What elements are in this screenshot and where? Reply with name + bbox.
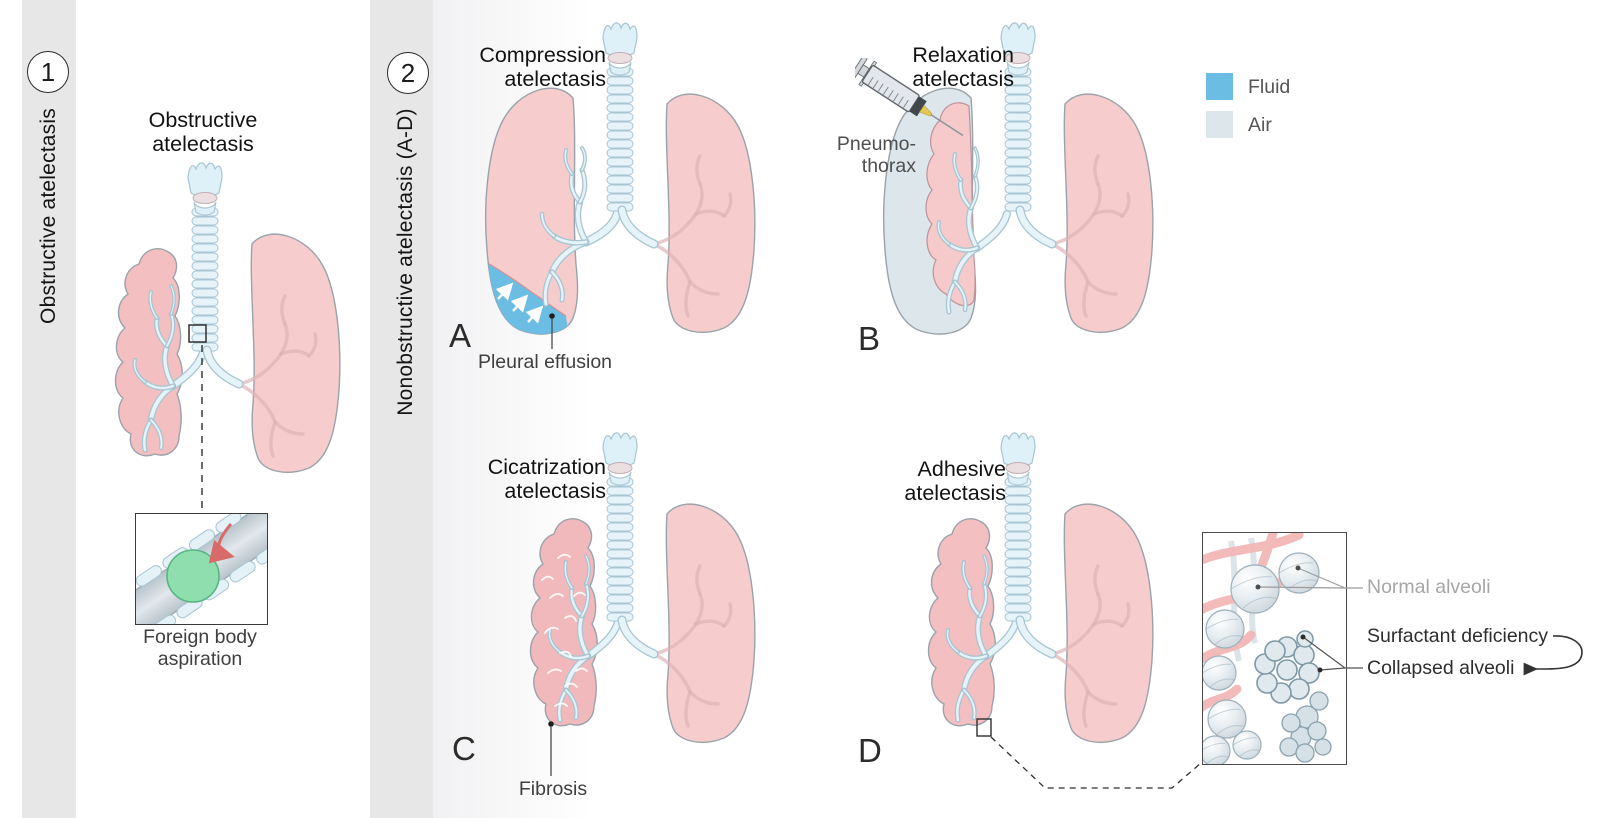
section2-sidebar <box>370 0 433 818</box>
obstructive-title-line2: atelectasis <box>152 131 254 156</box>
fluid-swatch <box>1206 73 1233 100</box>
panel-b-letter: B <box>858 320 881 357</box>
section1-sidebar <box>22 0 76 818</box>
section1-number-badge: 1 <box>27 51 69 93</box>
panel-d-title-line2: atelectasis <box>904 480 1006 505</box>
pneumothorax-label-line1: Pneumo- <box>836 133 916 155</box>
air-swatch <box>1206 111 1233 138</box>
panel-c-title: Cicatrization atelectasis <box>430 455 606 503</box>
panel-b-title-line1: Relaxation <box>912 43 1014 67</box>
adhesive-lungs-illustration <box>868 428 1168 758</box>
foreign-body-caption: Foreign body aspiration <box>119 626 281 670</box>
air-label: Air <box>1248 114 1272 136</box>
panel-d-title: Adhesive atelectasis <box>830 457 1006 505</box>
foreign-body-caption-line1: Foreign body <box>143 626 257 648</box>
panel-a-title-line2: atelectasis <box>504 66 606 91</box>
panel-c-letter: C <box>452 730 476 767</box>
normal-alveoli-label: Normal alveoli <box>1367 576 1491 598</box>
panel-b-title: Relaxation atelectasis <box>838 43 1014 91</box>
legend-item-fluid: Fluid <box>1206 73 1346 101</box>
syringe-icon <box>855 58 985 153</box>
alveoli-inset <box>1202 532 1347 765</box>
section2-vertical-label: Nonobstructive atelectasis (A-D) <box>394 108 417 416</box>
obstructive-panel-title: Obstructive atelectasis <box>118 108 288 156</box>
pleural-effusion-label: Pleural effusion <box>477 351 613 373</box>
pneumothorax-label-line2: thorax <box>861 154 916 177</box>
panel-d-letter: D <box>858 732 882 769</box>
section2-number-badge: 2 <box>387 52 429 94</box>
relaxation-lungs-illustration <box>868 18 1168 348</box>
panel-b-title-line2: atelectasis <box>912 66 1014 91</box>
surfactant-deficiency-label: Surfactant deficiency <box>1367 625 1549 647</box>
compression-lungs-illustration <box>470 18 770 348</box>
panel-a-title: Compression atelectasis <box>430 43 606 91</box>
legend-item-air: Air <box>1206 111 1346 139</box>
foreign-body-inset <box>135 513 268 625</box>
cicatrization-lungs-illustration <box>470 428 770 758</box>
panel-a-letter: A <box>449 317 472 354</box>
pneumothorax-label: Pneumo- thorax <box>806 133 916 177</box>
section2-number: 2 <box>400 57 416 88</box>
foreign-body-caption-line2: aspiration <box>157 647 243 670</box>
obstructive-title-line1: Obstructive <box>148 108 258 132</box>
fibrosis-label: Fibrosis <box>518 778 588 800</box>
fluid-label: Fluid <box>1248 76 1291 98</box>
panel-c-title-line2: atelectasis <box>504 478 606 503</box>
panel-d-title-line1: Adhesive <box>917 457 1006 481</box>
collapsed-alveoli-label: Collapsed alveoli <box>1367 657 1515 679</box>
panel-c-title-line1: Cicatrization <box>487 455 606 479</box>
section1-number: 1 <box>40 56 56 87</box>
obstructive-lungs-illustration <box>55 158 355 488</box>
panel-a-title-line1: Compression <box>479 43 606 67</box>
